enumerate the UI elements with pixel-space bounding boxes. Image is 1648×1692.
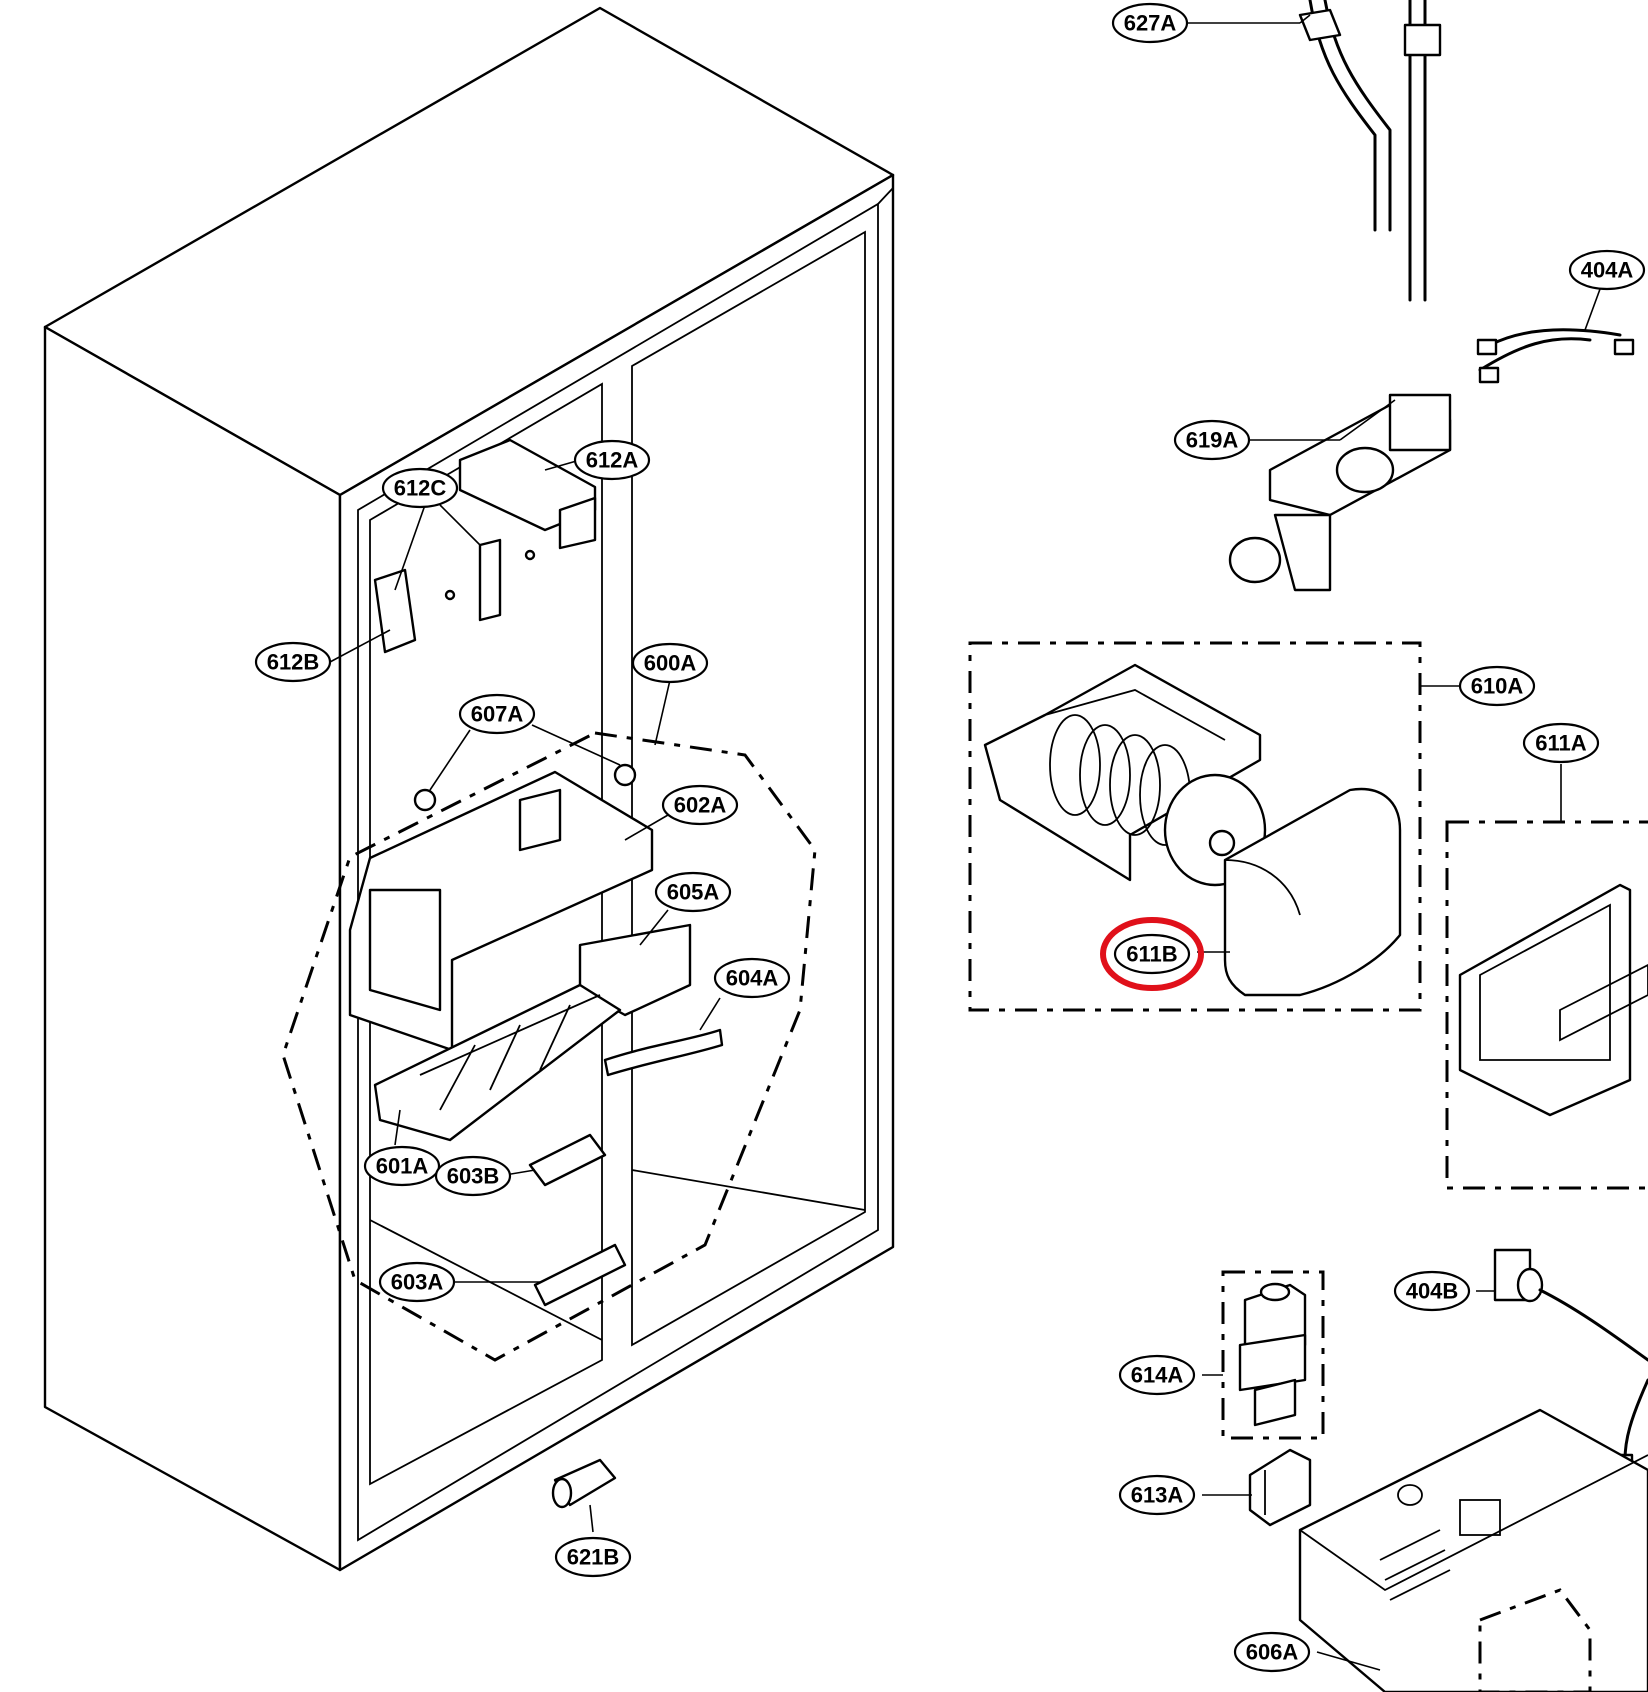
- svg-text:611B: 611B: [1126, 942, 1177, 967]
- fitting-621b: [551, 1458, 617, 1509]
- svg-text:605A: 605A: [667, 880, 720, 905]
- svg-text:600A: 600A: [644, 651, 697, 676]
- svg-text:612C: 612C: [394, 476, 447, 501]
- svg-text:612A: 612A: [586, 448, 639, 473]
- ice-bucket-assembly-outline: [968, 641, 1422, 1012]
- svg-text:404B: 404B: [1406, 1279, 1459, 1304]
- svg-text:603B: 603B: [447, 1164, 500, 1189]
- svg-text:619A: 619A: [1186, 428, 1239, 453]
- label-404a: 404A: [1568, 249, 1646, 291]
- valve-614a: [1238, 1282, 1307, 1427]
- label-603a: 603A: [378, 1261, 456, 1303]
- svg-text:621B: 621B: [567, 1545, 620, 1570]
- label-606a: 606A: [1233, 1631, 1311, 1673]
- wire-harness-404a: [1476, 328, 1635, 384]
- svg-text:601A: 601A: [376, 1154, 429, 1179]
- label-607a: 607A: [458, 693, 536, 735]
- label-600a: 600A: [631, 642, 709, 684]
- svg-text:627A: 627A: [1124, 11, 1177, 36]
- rail-brackets: [373, 438, 597, 654]
- label-612b: 612B: [254, 641, 332, 683]
- label-614a: 614A: [1118, 1354, 1196, 1396]
- label-613a: 613A: [1118, 1474, 1196, 1516]
- highlight-ring: [1100, 917, 1204, 991]
- label-611a: 611A: [1522, 722, 1600, 764]
- svg-text:603A: 603A: [391, 1270, 444, 1295]
- label-612c: 612C: [381, 467, 459, 509]
- svg-text:613A: 613A: [1131, 1483, 1184, 1508]
- label-603b: 603B: [434, 1155, 512, 1197]
- shelf-assembly-outline: [1445, 820, 1648, 1190]
- water-tubes: [1298, 0, 1442, 302]
- label-602a: 602A: [661, 784, 739, 826]
- leader-lines: [329, 14, 1608, 1671]
- label-605a: 605A: [654, 871, 732, 913]
- ice-bucket: [983, 663, 1267, 887]
- svg-text:602A: 602A: [674, 793, 727, 818]
- label-612a: 612A: [573, 439, 651, 481]
- svg-text:604A: 604A: [726, 966, 779, 991]
- label-619a: 619A: [1173, 419, 1251, 461]
- shelf-611a: [1458, 883, 1648, 1117]
- label-604a: 604A: [713, 957, 791, 999]
- label-610a: 610A: [1458, 665, 1536, 707]
- label-627a: 627A: [1111, 2, 1189, 44]
- label-611b[interactable]: 611B: [1100, 917, 1204, 991]
- bucket-cover-611b: [1223, 787, 1402, 997]
- icemaker-assembly-outline: [281, 731, 817, 1362]
- valve-assembly-outline: [1221, 1270, 1325, 1440]
- svg-text:607A: 607A: [471, 702, 524, 727]
- svg-text:614A: 614A: [1131, 1363, 1184, 1388]
- icemaker-body: [348, 763, 724, 1307]
- svg-text:612B: 612B: [267, 650, 320, 675]
- bracket-613a: [1248, 1448, 1312, 1527]
- svg-text:404A: 404A: [1581, 258, 1634, 283]
- refrigerator-cabinet: [43, 6, 895, 1572]
- label-621b: 621B: [554, 1536, 632, 1578]
- label-601a: 601A: [363, 1145, 441, 1187]
- svg-text:606A: 606A: [1246, 1640, 1299, 1665]
- dispenser-housing-606a: [1298, 1408, 1648, 1692]
- label-404b: 404B: [1393, 1270, 1471, 1312]
- water-valve-619a: [1228, 393, 1452, 592]
- svg-text:610A: 610A: [1471, 674, 1524, 699]
- svg-text:611A: 611A: [1535, 731, 1586, 756]
